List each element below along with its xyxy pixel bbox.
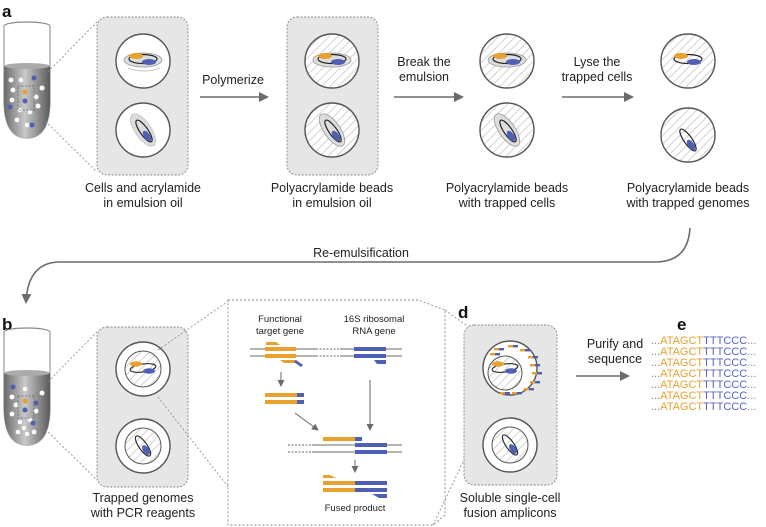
zoom-line	[33, 331, 98, 397]
bead-cell-bottom	[304, 102, 360, 158]
arrow-label-purify-2: sequence	[588, 352, 642, 366]
arrow-label-break-2: emulsion	[399, 70, 449, 84]
step-label-pcr: Trapped genomes	[93, 491, 194, 505]
amplicon-orange	[508, 345, 513, 348]
sequence-read: ...ATAGCTTTTCCC...	[651, 390, 756, 402]
step-label-cells-2: in emulsion oil	[103, 196, 182, 210]
step-label-cells: Cells and acrylamide	[85, 181, 201, 195]
panel-c-mechanism: Functional target gene 16S ribosomal RNA…	[250, 314, 404, 514]
step-label-trapped-genomes-2: with trapped genomes	[626, 196, 750, 210]
amplicon-orange	[530, 364, 535, 367]
amplicon-blue	[495, 353, 500, 356]
arrow-label-polymerize: Polymerize	[202, 73, 264, 87]
gene-label-functional-2: target gene	[256, 326, 304, 337]
gene-label-16s-2: RNA gene	[352, 326, 395, 337]
sequence-read: ...ATAGCTTTTCCC...	[651, 368, 756, 380]
droplet-cell-bottom	[115, 102, 171, 158]
step-label-trapped-cells: Polyacrylamide beads	[446, 181, 568, 195]
sequence-read: ...ATAGCTTTTCCC...	[651, 379, 756, 391]
bead-trapped-cell-bottom	[479, 102, 535, 158]
amplicon-blue	[505, 392, 510, 395]
step-label-amplicons: Soluble single-cell	[460, 491, 561, 505]
amplicon-blue	[517, 392, 522, 395]
panel-label-a: a	[2, 2, 12, 21]
amplicon-orange	[530, 381, 535, 384]
gene-label-functional: Functional	[258, 314, 302, 325]
panel-label-b: b	[2, 315, 12, 334]
step-label-trapped-cells-2: with trapped cells	[458, 196, 556, 210]
amplicon-droplet-bottom	[482, 417, 538, 473]
emulsion-tube-a	[3, 21, 51, 139]
amplicon-orange	[532, 372, 537, 375]
arrow-label-break: Break the	[397, 55, 451, 69]
amplicon-orange	[520, 349, 525, 352]
arrow-label-reemulsification: Re-emulsification	[313, 246, 409, 260]
arrow-label-lyse-2: trapped cells	[562, 70, 633, 84]
arrow-label-purify: Purify and	[587, 337, 643, 351]
sequence-read: ...ATAGCTTTTCCC...	[651, 335, 756, 347]
amplicon-blue	[525, 349, 530, 352]
bead-genome-bottom	[660, 107, 716, 163]
arrow-label-lyse: Lyse the	[574, 55, 621, 69]
amplicon-blue	[535, 381, 540, 384]
zoom-line	[33, 417, 98, 481]
sequence-read: ...ATAGCTTTTCCC...	[651, 401, 756, 413]
amplicon-orange	[494, 348, 499, 351]
amplicon-blue	[533, 356, 538, 359]
amplicon-orange	[524, 388, 529, 391]
arrow-reemulsification	[21, 227, 691, 304]
sequence-reads: ...ATAGCTTTTCCC......ATAGCTTTTCCC......A…	[651, 335, 756, 413]
amplicon-orange	[500, 392, 505, 395]
step-label-trapped-genomes: Polyacrylamide beads	[627, 181, 749, 195]
amplicon-orange	[490, 353, 495, 356]
sequence-read: ...ATAGCTTTTCCC...	[651, 357, 756, 369]
amplicon-blue	[499, 348, 504, 351]
step-label-pcr-2: with PCR reagents	[90, 506, 195, 520]
amplicon-orange	[528, 356, 533, 359]
panel-label-d: d	[458, 303, 468, 322]
zoom-line	[157, 299, 231, 351]
bead-trapped-cell-top	[479, 33, 535, 89]
step-label-amplicons-2: fusion amplicons	[463, 506, 556, 520]
amplicon-blue	[513, 345, 518, 348]
amplicon-blue	[537, 372, 542, 375]
amplicon-droplet-top	[482, 340, 542, 396]
sequence-read: ...ATAGCTTTTCCC...	[651, 346, 756, 358]
droplet-cell-top	[115, 33, 171, 89]
panel-label-e: e	[677, 315, 686, 334]
zoom-line	[33, 21, 98, 87]
pcr-droplet-bottom	[115, 418, 171, 474]
amplicon-blue	[529, 388, 534, 391]
gene-label-16s: 16S ribosomal	[344, 314, 405, 325]
zoom-line	[33, 109, 98, 173]
zoom-line	[157, 396, 259, 526]
pcr-droplet-top	[115, 341, 171, 397]
amplicon-orange	[512, 392, 517, 395]
step-label-beads-2: in emulsion oil	[292, 196, 371, 210]
amplicon-blue	[535, 364, 540, 367]
fused-product-label: Fused product	[325, 503, 386, 514]
step-label-beads: Polyacrylamide beads	[271, 181, 393, 195]
emulsion-tube-b	[3, 327, 51, 446]
bead-cell-top	[304, 33, 360, 89]
bead-genome-top	[660, 33, 716, 89]
